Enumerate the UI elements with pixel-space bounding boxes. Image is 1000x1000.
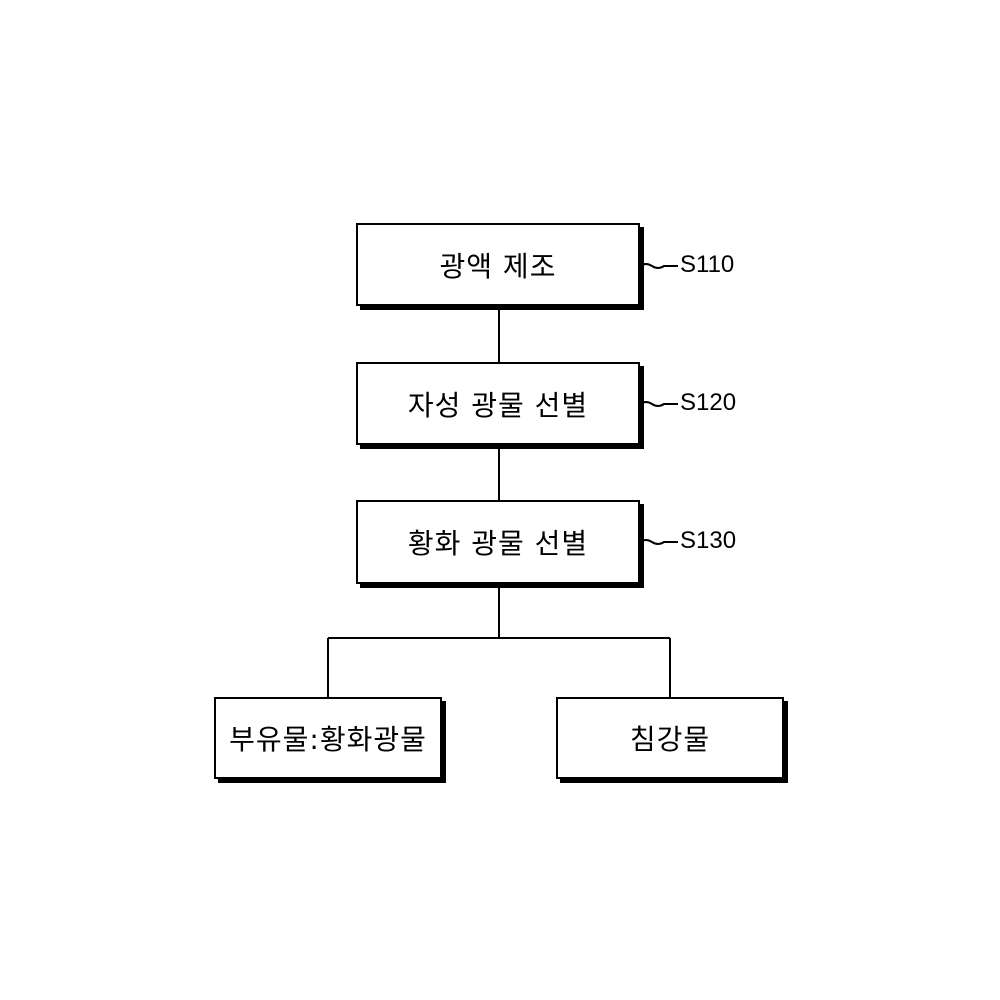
output-box-float: 부유물:황화광물: [214, 697, 442, 779]
step-label-s120: 자성 광물 선별: [408, 384, 588, 424]
leader-s130: [640, 540, 678, 544]
leader-s120: [640, 402, 678, 406]
step-code-s120: S120: [680, 389, 736, 417]
output-label-float: 부유물:황화광물: [229, 718, 427, 758]
step-box-s120: 자성 광물 선별: [356, 362, 640, 445]
leader-s110: [640, 264, 678, 268]
output-label-sediment: 침강물: [630, 718, 710, 758]
step-label-s110: 광액 제조: [440, 245, 557, 285]
step-label-s130: 황화 광물 선별: [408, 522, 588, 562]
output-box-sediment: 침강물: [556, 697, 784, 779]
step-code-s110: S110: [680, 251, 734, 279]
step-box-s110: 광액 제조: [356, 223, 640, 306]
step-box-s130: 황화 광물 선별: [356, 500, 640, 584]
step-code-s130: S130: [680, 527, 736, 555]
